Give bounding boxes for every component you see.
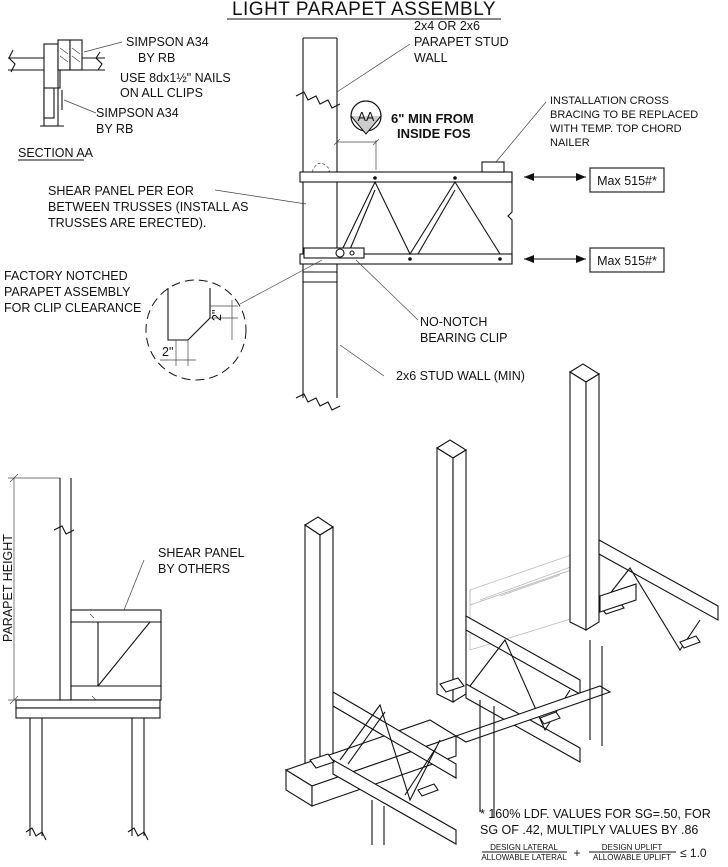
factory-notched-line-2: PARAPET ASSEMBLY	[4, 285, 131, 299]
uplift-denominator: ALLOWABLE UPLIFT	[593, 853, 671, 862]
truss-elevation	[295, 37, 513, 411]
lateral-numerator: DESIGN LATERAL	[490, 843, 558, 852]
leader-cross-bracing	[495, 101, 547, 163]
leader-notch	[239, 259, 323, 305]
leader-clip-top	[83, 41, 123, 53]
parapet-side-view	[8, 473, 162, 841]
cross-bracing-line-3: WITH TEMP. TOP CHORD	[550, 123, 682, 135]
min-fos-line-2: INSIDE FOS	[397, 126, 471, 141]
uplift-numerator: DESIGN UPLIFT	[602, 843, 663, 852]
clip-top-line-1: SIMPSON A34	[126, 35, 209, 49]
clip-bottom-line-1: SIMPSON A34	[96, 106, 179, 120]
no-notch-line-2: BEARING CLIP	[420, 331, 508, 345]
shear-panel-line-3: TRUSSES ARE ERECTED).	[48, 216, 206, 230]
shear-panel-line-1: SHEAR PANEL PER EOR	[48, 184, 194, 198]
shear-others-line-1: SHEAR PANEL	[158, 546, 245, 560]
leader-no-notch	[355, 259, 419, 321]
drawing-title: LIGHT PARAPET ASSEMBLY	[232, 0, 496, 20]
section-marker-aa: AA	[350, 100, 382, 135]
load-top-label: Max 515#*	[597, 174, 657, 188]
footnote-line-2: SG OF .42, MULTIPLY VALUES BY .86	[480, 823, 698, 837]
section-aa-label: SECTION AA	[18, 146, 94, 160]
factory-notched-line-3: FOR CLIP CLEARANCE	[4, 301, 141, 315]
min-fos-line-1: 6" MIN FROM	[391, 111, 474, 126]
stud-wall-label: 2x6 STUD WALL (MIN)	[396, 369, 525, 383]
nails-note-line-2: ON ALL CLIPS	[120, 86, 203, 100]
factory-notched-line-1: FACTORY NOTCHED	[4, 269, 128, 283]
load-bottom-label: Max 515#*	[597, 254, 657, 268]
leader-parapet-stud	[336, 43, 411, 93]
cross-bracing-line-4: NAILER	[550, 137, 590, 149]
clip-bottom-line-2: BY RB	[96, 122, 133, 136]
formula-limit: ≤ 1.0	[680, 846, 707, 860]
formula-plus: +	[573, 846, 580, 860]
load-box-top	[589, 167, 665, 193]
section-marker-label: AA	[358, 110, 375, 124]
notch-dim-vertical: 2"	[210, 310, 224, 321]
cross-bracing-line-1: INSTALLATION CROSS	[550, 95, 669, 107]
nails-note-line-1: USE 8dx1½" NAILS	[120, 71, 231, 85]
notch-dim-horizontal: 2"	[162, 345, 173, 359]
load-arrow-bottom	[524, 255, 586, 263]
shear-panel-line-2: BETWEEN TRUSSES (INSTALL AS	[48, 200, 249, 214]
footnote-line-1: * 160% LDF. VALUES FOR SG=.50, FOR	[480, 807, 711, 821]
cross-bracing-line-2: BRACING TO BE REPLACED	[550, 109, 698, 121]
load-box-bottom	[589, 247, 665, 273]
shear-others-line-2: BY OTHERS	[158, 562, 230, 576]
parapet-stud-line-1: 2x4 OR 2x6	[414, 19, 480, 33]
notch-detail-circle: 2" 2"	[145, 279, 247, 381]
design-ratio-formula: DESIGN LATERAL ALLOWABLE LATERAL + DESIG…	[481, 843, 707, 862]
clip-top-line-2: BY RB	[138, 51, 175, 65]
leader-shear-others	[123, 559, 145, 611]
parapet-stud-line-2: PARAPET STUD	[414, 35, 509, 49]
leader-stud-wall	[339, 344, 385, 377]
isometric-view	[284, 363, 719, 845]
lateral-denominator: ALLOWABLE LATERAL	[481, 853, 567, 862]
parapet-stud-line-3: WALL	[414, 51, 448, 65]
section-aa-detail	[8, 39, 105, 127]
no-notch-line-1: NO-NOTCH	[420, 315, 487, 329]
parapet-height-label: PARAPET HEIGHT	[1, 534, 15, 642]
leader-clip-bottom	[63, 99, 97, 114]
leader-shear-panel	[214, 189, 307, 205]
load-arrow-top	[524, 173, 586, 181]
